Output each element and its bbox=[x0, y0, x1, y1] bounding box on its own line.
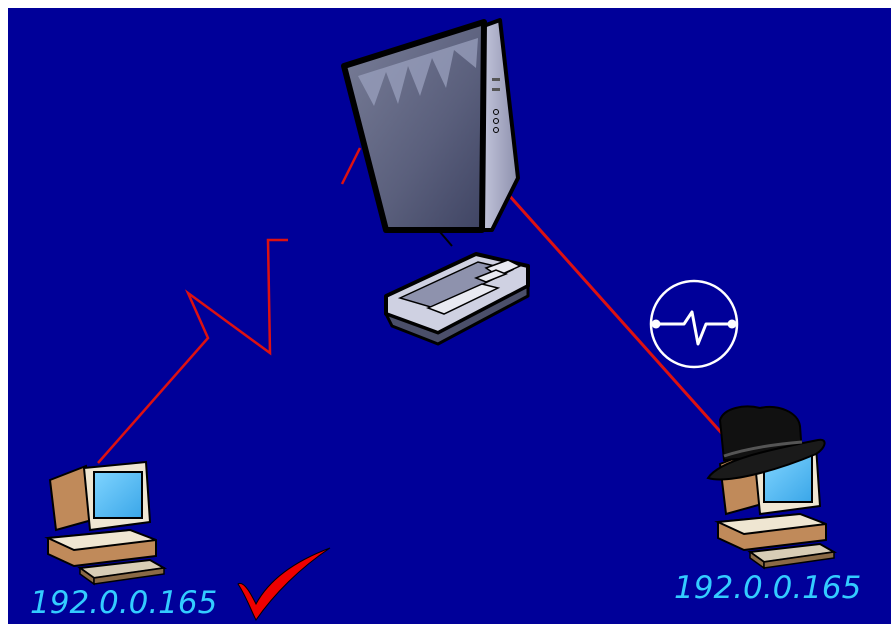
left-client-ip-label: 192.0.0.165 bbox=[30, 588, 217, 619]
right-client-ip-label: 192.0.0.165 bbox=[674, 573, 861, 604]
check-mark-icon bbox=[238, 548, 330, 620]
signal-pulse-icon bbox=[651, 281, 737, 367]
left-desktop-computer-icon bbox=[48, 462, 164, 584]
network-diagram: 192.0.0.165 192.0.0.165 bbox=[8, 8, 891, 624]
link-left-to-server bbox=[98, 148, 360, 463]
server-tower-with-keyboard-icon bbox=[344, 20, 528, 344]
diagram-canvas bbox=[8, 8, 891, 624]
